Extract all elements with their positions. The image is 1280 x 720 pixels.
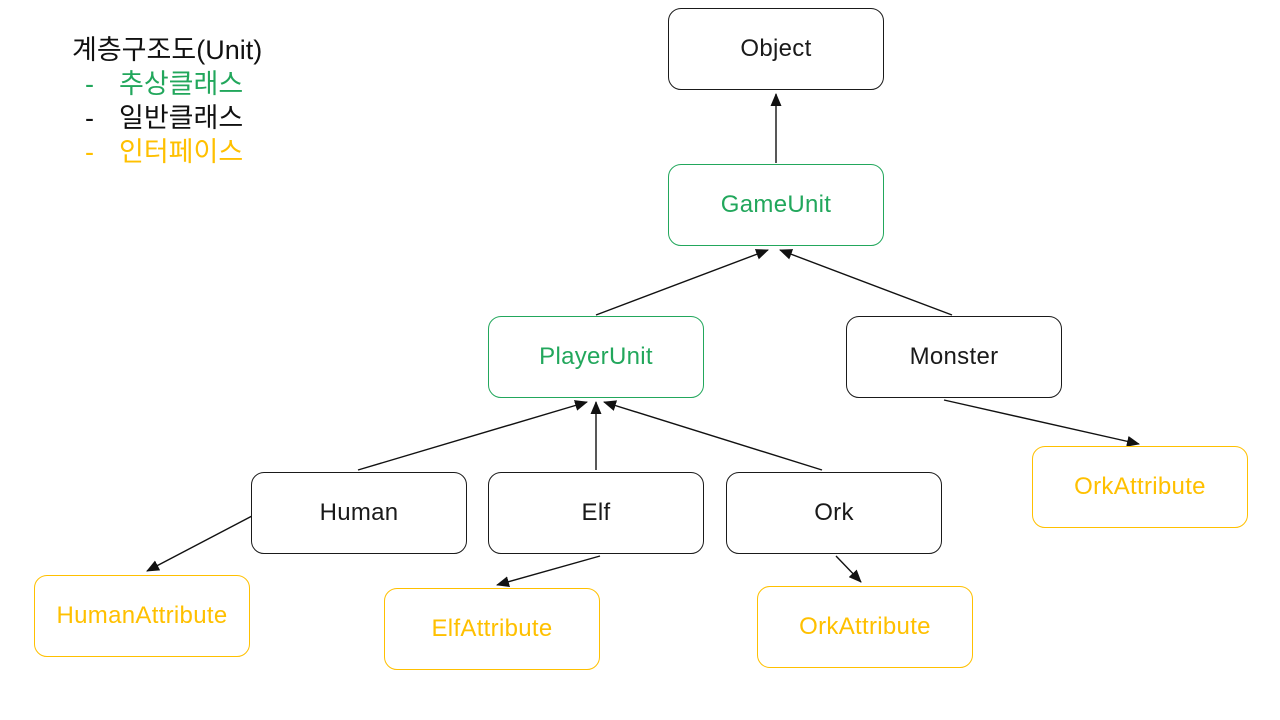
legend-item-label: 추상클래스 bbox=[119, 69, 244, 99]
node-elf: Elf bbox=[488, 472, 704, 554]
node-ork-attribute-right: OrkAttribute bbox=[1032, 446, 1248, 528]
node-ork: Ork bbox=[726, 472, 942, 554]
legend: 계층구조도(Unit) - 추상클래스 - 일반클래스 - 인터페이스 bbox=[72, 33, 262, 169]
node-human: Human bbox=[251, 472, 467, 554]
legend-item-normal-class: - 일반클래스 bbox=[72, 101, 262, 135]
legend-item-label: 일반클래스 bbox=[119, 103, 244, 133]
edge-human-humanattribute bbox=[146, 515, 253, 572]
legend-title: 계층구조도(Unit) bbox=[72, 35, 263, 65]
edge-playerunit-gameunit bbox=[595, 249, 769, 316]
node-elf-attribute: ElfAttribute bbox=[384, 588, 600, 670]
node-gameunit: GameUnit bbox=[668, 164, 884, 246]
legend-item-interface: - 인터페이스 bbox=[72, 135, 262, 169]
node-ork-attribute-bottom: OrkAttribute bbox=[757, 586, 973, 668]
legend-item-abstract-class: - 추상클래스 bbox=[72, 67, 262, 101]
edge-monster-orkattribute bbox=[943, 399, 1140, 447]
legend-dash: - bbox=[85, 69, 94, 99]
edge-monster-gameunit bbox=[779, 249, 953, 316]
node-human-attribute: HumanAttribute bbox=[34, 575, 250, 657]
edge-ork-playerunit bbox=[603, 400, 823, 471]
node-monster: Monster bbox=[846, 316, 1062, 398]
edge-ork-orkattribute bbox=[835, 555, 862, 583]
legend-dash: - bbox=[85, 103, 94, 133]
edge-human-playerunit bbox=[357, 400, 588, 471]
edge-elf-elfattribute bbox=[496, 555, 601, 588]
node-playerunit: PlayerUnit bbox=[488, 316, 704, 398]
legend-dash: - bbox=[85, 137, 94, 167]
node-object: Object bbox=[668, 8, 884, 90]
legend-item-label: 인터페이스 bbox=[119, 137, 244, 167]
